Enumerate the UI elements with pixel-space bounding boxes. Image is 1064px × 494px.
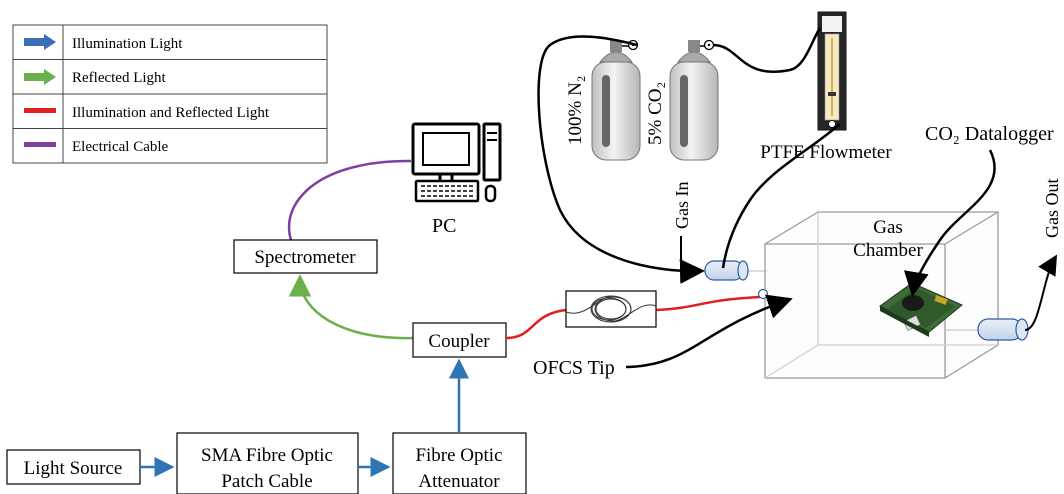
flowmeter-icon <box>817 11 847 131</box>
gas-line-n2 <box>537 35 705 284</box>
legend-label: Illumination Light <box>72 36 183 52</box>
patch-cable-box: SMA Fibre Optic Patch Cable <box>176 432 359 494</box>
patch-cable-label-line1: SMA Fibre Optic <box>201 445 333 466</box>
pc-icon <box>411 122 502 203</box>
gas-line-co2 <box>712 27 822 73</box>
light-source-label: Light Source <box>24 458 123 479</box>
attenuator-label-line2: Attenuator <box>418 471 500 492</box>
fibre-red-right <box>655 295 761 312</box>
cylinder-n2-label: 100% N₂ <box>565 76 586 145</box>
fibre-coil <box>565 290 657 328</box>
legend-swatch-electrical <box>24 142 56 147</box>
datalogger-label: CO₂ Datalogger <box>925 123 1054 145</box>
coupler-box: Coupler <box>412 322 507 358</box>
light-source-box: Light Source <box>6 449 141 485</box>
ofcs-tip-label: OFCS Tip <box>533 357 615 379</box>
attenuator-label-line1: Fibre Optic <box>415 445 502 466</box>
reflected-light-path <box>288 274 414 340</box>
coupler-label: Coupler <box>428 331 490 352</box>
co2-sensor-board <box>879 282 963 337</box>
legend-swatch-illumination <box>24 34 56 50</box>
legend-label: Illumination and Reflected Light <box>72 105 270 121</box>
gas-cylinder-n2-icon <box>591 39 641 161</box>
gas-chamber-label-line1: Gas <box>873 217 903 238</box>
gas-in-label: Gas In <box>672 182 692 230</box>
legend-label: Electrical Cable <box>72 139 169 155</box>
gas-out-arrow <box>1024 254 1058 331</box>
gas-cylinder-co2-icon <box>669 39 719 161</box>
datalogger-arrow <box>903 149 996 297</box>
gas-in-arrow <box>680 236 701 271</box>
patch-cable-label-line2: Patch Cable <box>221 471 312 492</box>
pc-label: PC <box>432 215 456 237</box>
legend: Illumination Light Reflected Light Illum… <box>12 24 328 164</box>
gas-out-label: Gas Out <box>1042 179 1062 239</box>
flowmeter-label: PTFE Flowmeter <box>760 142 892 163</box>
gas-chamber <box>764 211 999 379</box>
gas-inlet-tube <box>704 260 767 281</box>
attenuator-box: Fibre Optic Attenuator <box>392 432 527 494</box>
gas-outlet-tube <box>945 318 1029 341</box>
legend-swatch-reflected <box>24 69 56 85</box>
ofcs-tip-arrow <box>625 294 793 369</box>
spectrometer-box: Spectrometer <box>233 239 378 274</box>
fibre-red-left <box>505 308 567 340</box>
fibre-port <box>757 288 769 300</box>
gas-line-flowmeter <box>721 123 841 269</box>
spectrometer-label: Spectrometer <box>254 247 356 268</box>
legend-label: Reflected Light <box>72 70 167 86</box>
gas-chamber-label-line2: Chamber <box>853 240 923 261</box>
cylinder-co2-label: 5% CO₂ <box>645 82 666 145</box>
legend-swatch-illumination-reflected <box>24 108 56 113</box>
